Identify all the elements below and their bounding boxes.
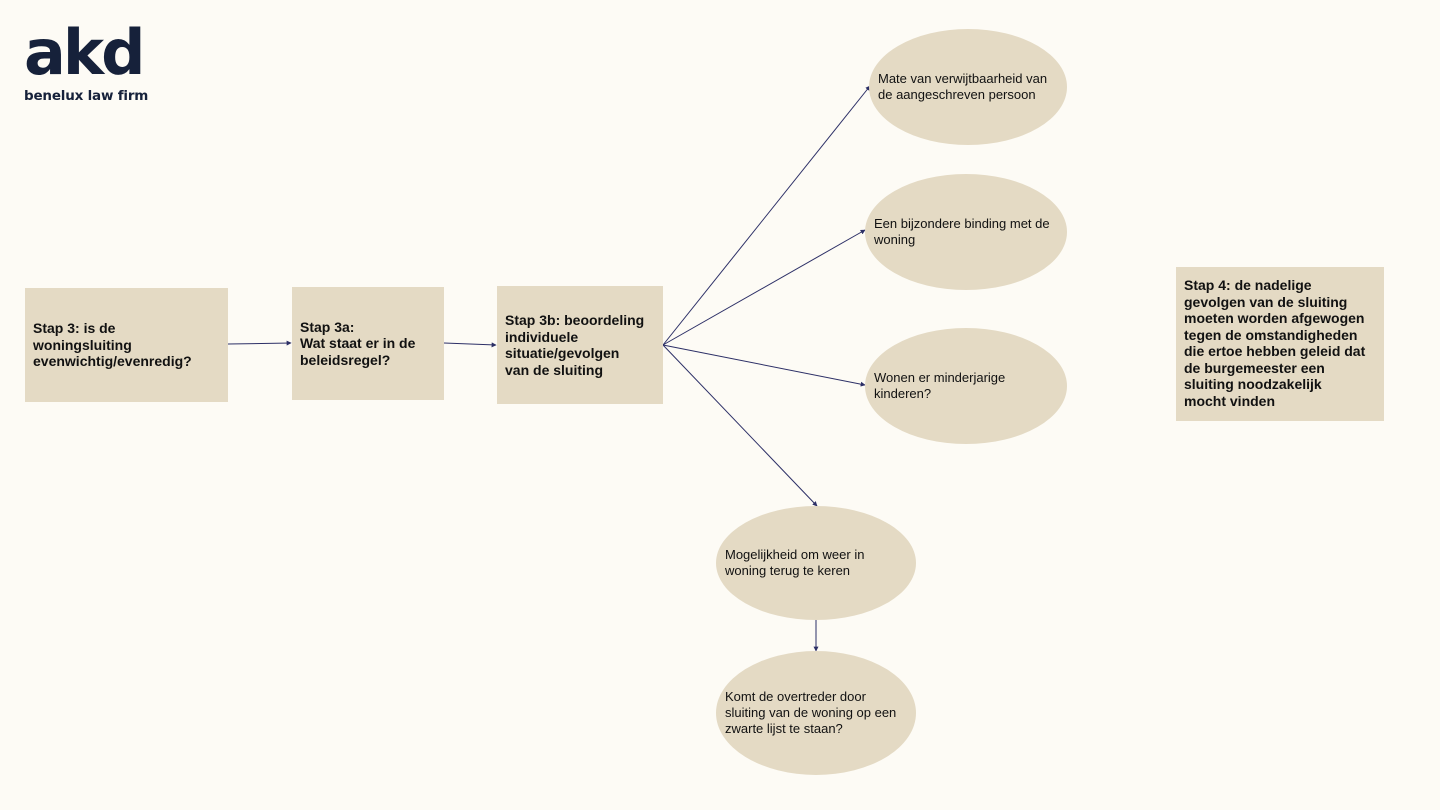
node-stap3b-label: Stap 3b: beoordeling individuele situati… <box>505 312 645 378</box>
node-stap3a: Stap 3a: Wat staat er in de beleidsregel… <box>292 287 444 400</box>
node-kinderen: Wonen er minderjarige kinderen? <box>865 328 1067 444</box>
node-stap3-label: Stap 3: is de woningsluiting evenwichtig… <box>33 320 192 370</box>
arrow-stap3b-to-binding <box>662 229 866 346</box>
logo-tagline: benelux law firm <box>24 88 149 104</box>
node-stap3: Stap 3: is de woningsluiting evenwichtig… <box>25 288 228 402</box>
node-kinderen-label: Wonen er minderjarige kinderen? <box>874 370 1006 401</box>
arrow-stap3b-to-terugkeren <box>662 344 818 507</box>
node-terugkeren-label: Mogelijkheid om weer in woning terug te … <box>725 547 865 578</box>
arrow-stap3a-to-stap3b <box>443 342 497 348</box>
node-stap3b: Stap 3b: beoordeling individuele situati… <box>497 286 663 404</box>
arrow-stap3b-to-kinderen <box>662 344 866 387</box>
node-binding: Een bijzondere binding met de woning <box>865 174 1067 290</box>
node-zwarte-lijst-label: Komt de overtreder door sluiting van de … <box>725 689 897 736</box>
node-terugkeren: Mogelijkheid om weer in woning terug te … <box>716 506 916 620</box>
node-stap3a-label: Stap 3a: Wat staat er in de beleidsregel… <box>300 318 416 368</box>
node-stap4: Stap 4: de nadelige gevolgen van de slui… <box>1176 267 1384 421</box>
node-binding-label: Een bijzondere binding met de woning <box>874 216 1050 247</box>
arrow-stap3b-to-verwijtbaarheid <box>662 85 871 346</box>
arrow-stap3-to-stap3a <box>227 340 292 346</box>
node-verwijtbaarheid-label: Mate van verwijtbaarheid van de aangesch… <box>878 71 1048 102</box>
node-zwarte-lijst: Komt de overtreder door sluiting van de … <box>716 651 916 775</box>
node-verwijtbaarheid: Mate van verwijtbaarheid van de aangesch… <box>869 29 1067 145</box>
node-stap4-label: Stap 4: de nadelige gevolgen van de slui… <box>1184 277 1366 409</box>
akd-logo: akd benelux law firm <box>24 16 149 105</box>
logo-wordmark: akd <box>24 16 145 89</box>
